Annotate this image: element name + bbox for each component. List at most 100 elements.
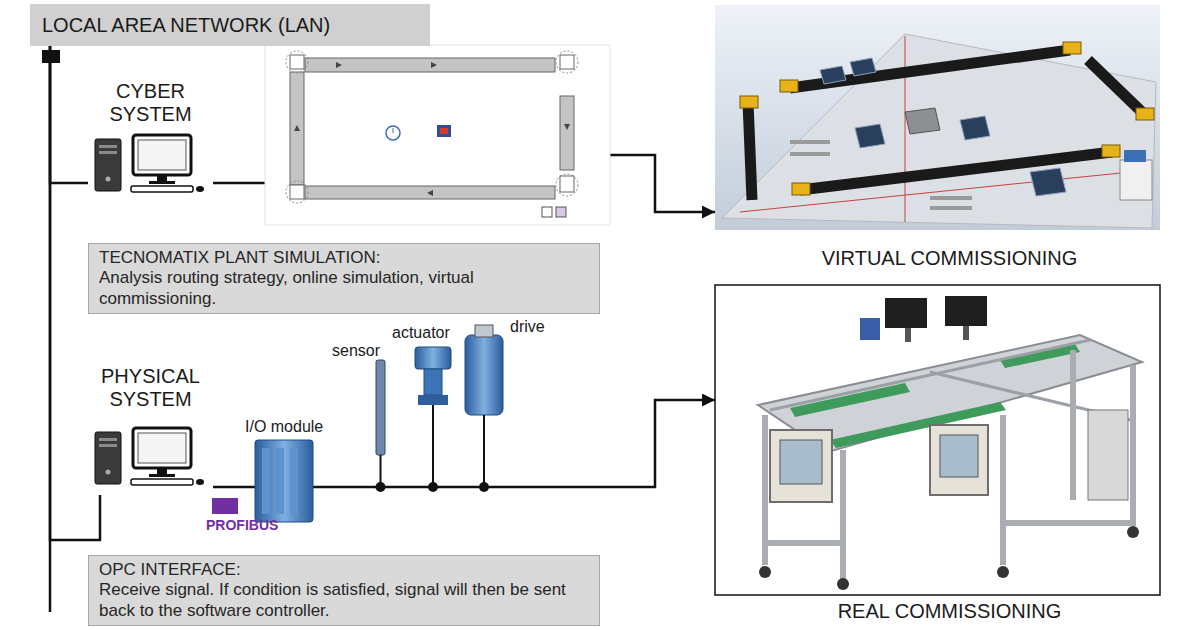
virtual-model-render bbox=[722, 34, 1156, 228]
real-system-photo bbox=[885, 298, 927, 328]
virtual-model-render bbox=[1136, 108, 1154, 120]
computer-icon bbox=[157, 175, 167, 181]
virtual-model-render bbox=[1030, 168, 1066, 196]
system-icon-node: CYBER SYSTEM bbox=[88, 80, 213, 198]
actuator-symbol bbox=[415, 347, 451, 487]
computer-icon bbox=[95, 135, 204, 192]
io-module bbox=[290, 448, 298, 514]
computer-icon bbox=[99, 438, 117, 441]
computer-icon bbox=[106, 470, 111, 475]
computer-icon bbox=[149, 181, 175, 184]
profibus-connector bbox=[212, 498, 238, 514]
real-system-photo bbox=[1070, 350, 1076, 500]
real-system-photo bbox=[759, 566, 771, 578]
node-text: OPC INTERFACE: bbox=[99, 560, 589, 580]
virtual-model-render bbox=[715, 5, 1160, 230]
real-system-photo bbox=[1000, 415, 1006, 565]
profibus-connector bbox=[212, 498, 238, 514]
simulation-screenshot bbox=[386, 126, 400, 140]
simulation-screenshot bbox=[265, 45, 610, 225]
actuator-symbol bbox=[415, 347, 451, 369]
real-system-photo bbox=[997, 566, 1009, 578]
note-box: TECNOMATIX PLANT SIMULATION:Analysis rou… bbox=[88, 243, 600, 314]
virtual-model-render bbox=[960, 116, 990, 140]
device-label: drive bbox=[510, 318, 545, 336]
real-system-photo bbox=[930, 425, 988, 495]
real-system-photo bbox=[715, 285, 1160, 595]
simulation-screenshot bbox=[556, 51, 578, 73]
computer-icon bbox=[157, 468, 167, 474]
computer-icon bbox=[131, 186, 193, 192]
lan-bus-line bbox=[49, 46, 52, 612]
virtual-model-render bbox=[790, 152, 830, 156]
computer-icon bbox=[99, 444, 117, 447]
virtual-model-render bbox=[1120, 160, 1152, 200]
network-connector bbox=[50, 46, 88, 183]
image-panel: REAL COMMISSIONING bbox=[715, 285, 1180, 623]
real-system-photo bbox=[1127, 526, 1139, 538]
real-system-photo bbox=[940, 435, 978, 477]
system-icon-node: PHYSICAL SYSTEM bbox=[88, 365, 213, 495]
computer-icon bbox=[95, 432, 121, 484]
real-system-photo bbox=[762, 540, 846, 546]
virtual-model-render bbox=[905, 108, 940, 134]
image-panel: VIRTUAL COMMISSIONING bbox=[715, 5, 1180, 270]
simulation-screenshot bbox=[265, 45, 610, 225]
virtual-model-render bbox=[748, 102, 752, 200]
real-system-photo bbox=[770, 430, 832, 502]
simulation-screenshot bbox=[290, 72, 304, 185]
computer-icon bbox=[131, 479, 193, 485]
simulation-screenshot bbox=[290, 55, 304, 69]
virtual-model-render bbox=[905, 36, 906, 222]
virtual-model-render bbox=[1063, 42, 1081, 54]
simulation-screenshot bbox=[427, 190, 433, 196]
simulation-screenshot bbox=[305, 58, 555, 72]
computer-icon bbox=[95, 139, 121, 191]
io-module bbox=[276, 448, 284, 514]
simulation-screenshot bbox=[431, 62, 437, 68]
computer-icon bbox=[196, 186, 204, 192]
simulation-screenshot bbox=[440, 128, 448, 134]
bus-junction-dots bbox=[479, 482, 489, 492]
actuator-symbol bbox=[432, 405, 434, 487]
virtual-model-render bbox=[780, 80, 798, 92]
computer-icon bbox=[138, 140, 186, 170]
computer-icon bbox=[149, 474, 175, 477]
lan-bus-line bbox=[42, 50, 60, 63]
simulation-screenshot bbox=[305, 186, 555, 199]
virtual-model-render bbox=[792, 183, 810, 195]
simulation-screenshot bbox=[560, 176, 574, 192]
simulation-screenshot bbox=[294, 125, 300, 131]
real-system-photo bbox=[780, 440, 822, 484]
simulation-screenshot bbox=[560, 55, 574, 69]
real-system-photo bbox=[790, 383, 910, 417]
bus-junction-dots bbox=[376, 482, 490, 492]
node-text: REAL COMMISSIONING bbox=[715, 600, 1180, 623]
real-system-photo bbox=[837, 578, 849, 590]
node-text: TECNOMATIX PLANT SIMULATION: bbox=[99, 248, 589, 268]
simulation-screenshot bbox=[290, 185, 304, 199]
real-system-photo bbox=[715, 285, 1160, 595]
drive-symbol bbox=[465, 325, 503, 487]
io-module bbox=[255, 440, 313, 522]
real-system-photo bbox=[860, 318, 880, 340]
node-text: CYBER SYSTEM bbox=[88, 80, 213, 126]
virtual-model-render bbox=[930, 196, 972, 200]
node-text: PHYSICAL SYSTEM bbox=[88, 365, 213, 411]
real-system-photo bbox=[1130, 365, 1136, 525]
device-label: actuator bbox=[392, 324, 450, 342]
computer-icon bbox=[95, 428, 204, 485]
real-system-photo bbox=[945, 296, 987, 326]
simulation-screenshot bbox=[556, 174, 578, 196]
io-module bbox=[255, 440, 313, 522]
node-text: LOCAL AREA NETWORK (LAN) bbox=[42, 14, 330, 37]
virtual-model-render bbox=[790, 140, 830, 144]
real-system-photo bbox=[963, 326, 969, 340]
real-system-photo bbox=[1000, 520, 1136, 526]
drive-symbol bbox=[483, 415, 485, 487]
computer-icon bbox=[133, 428, 191, 468]
simulation-screenshot bbox=[564, 124, 570, 130]
virtual-model-render bbox=[790, 50, 1070, 88]
actuator-symbol bbox=[418, 395, 448, 405]
actuator-symbol bbox=[424, 369, 442, 395]
